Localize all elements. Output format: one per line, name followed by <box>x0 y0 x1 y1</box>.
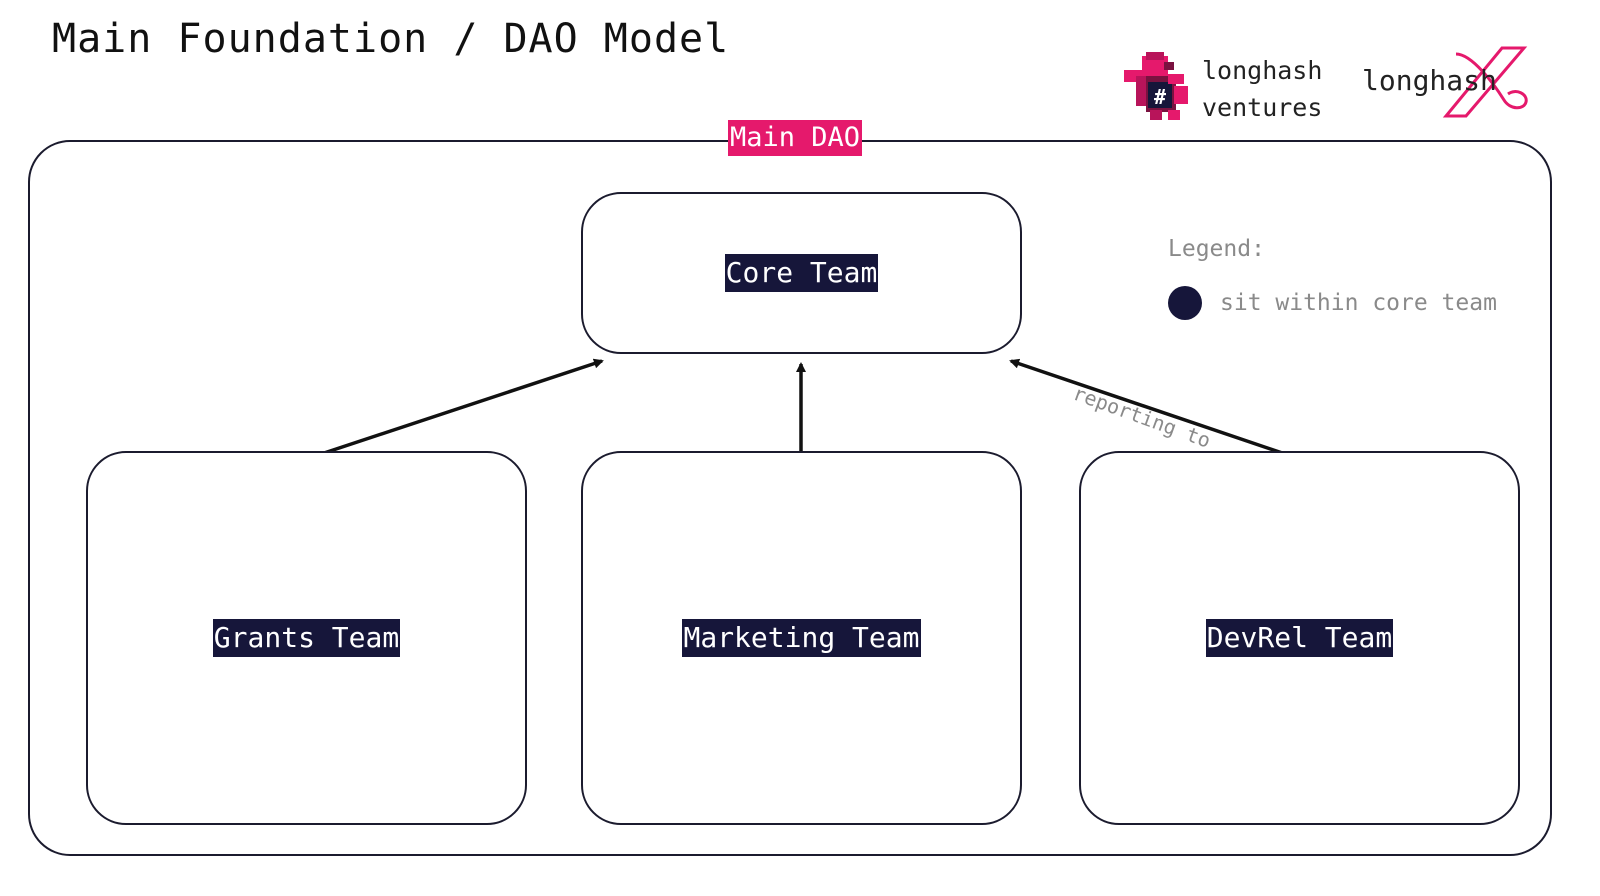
devrel-team-box: DevRel Team <box>1079 451 1520 825</box>
page-title: Main Foundation / DAO Model <box>52 16 730 62</box>
longhash-x-wordmark: longhash <box>1362 64 1497 97</box>
marketing-team-label: Marketing Team <box>682 619 921 657</box>
legend-item-label: sit within core team <box>1220 290 1497 316</box>
grants-team-label: Grants Team <box>212 619 401 657</box>
mascot-icon: # <box>1124 52 1188 120</box>
mascot-mark: # <box>1154 85 1166 109</box>
wordmark-line1: longhash <box>1202 56 1323 85</box>
legend-title: Legend: <box>1168 236 1265 262</box>
longhash-ventures-wordmark: longhash ventures <box>1202 52 1342 126</box>
core-team-label: Core Team <box>724 254 879 292</box>
devrel-team-label: DevRel Team <box>1205 619 1394 657</box>
longhash-ventures-logo: # longhash ventures <box>1124 50 1324 130</box>
grants-team-box: Grants Team <box>86 451 527 825</box>
legend-item: sit within core team <box>1168 286 1497 320</box>
main-dao-label: Main DAO <box>728 120 863 156</box>
legend-dot-icon <box>1168 286 1202 320</box>
x-mark-icon <box>1442 46 1528 118</box>
wordmark-line2: ventures <box>1202 93 1323 122</box>
marketing-team-box: Marketing Team <box>581 451 1022 825</box>
longhash-x-logo: longhash <box>1362 44 1562 124</box>
core-team-box: Core Team <box>581 192 1022 354</box>
